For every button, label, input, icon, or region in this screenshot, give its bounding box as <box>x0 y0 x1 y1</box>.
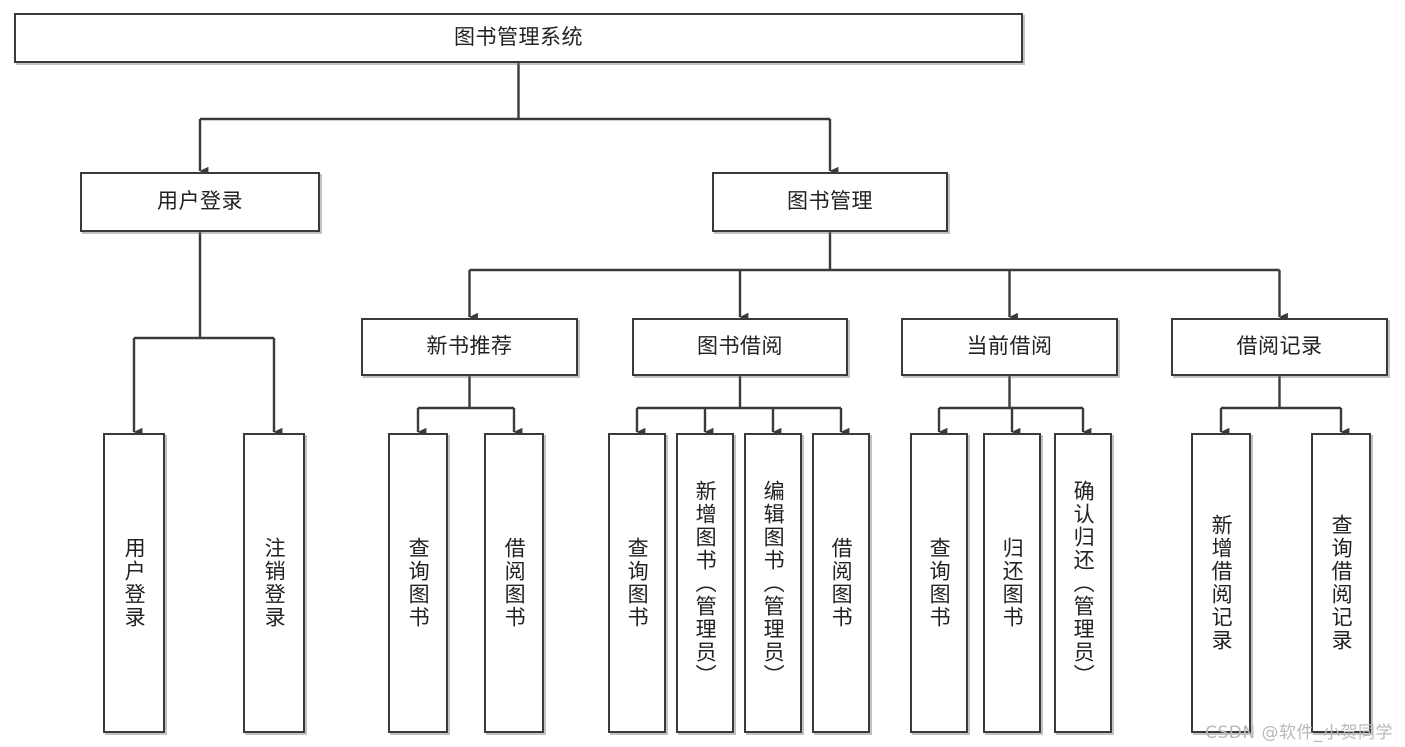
node-label: 编辑图书（管理员） <box>761 479 786 687</box>
node-label: 图书管理 <box>787 189 873 214</box>
node-leaf-borrow-book-rec[interactable]: 借阅图书 <box>484 433 544 733</box>
node-book-manage[interactable]: 图书管理 <box>712 172 948 232</box>
node-label: 查询图书 <box>406 537 431 629</box>
node-label: 借阅图书 <box>829 537 854 629</box>
node-current-borrow[interactable]: 当前借阅 <box>901 318 1118 376</box>
node-leaf-query-book-cur[interactable]: 查询图书 <box>910 433 968 733</box>
node-leaf-user-logout[interactable]: 注销登录 <box>243 433 305 733</box>
node-label: 新增借阅记录 <box>1209 514 1234 652</box>
node-label: 查询图书 <box>625 537 650 629</box>
node-new-book-rec[interactable]: 新书推荐 <box>361 318 578 376</box>
node-label: 查询借阅记录 <box>1329 514 1354 652</box>
node-label: 归还图书 <box>1000 537 1025 629</box>
node-leaf-borrow-book[interactable]: 借阅图书 <box>812 433 870 733</box>
node-label: 新书推荐 <box>426 334 513 359</box>
node-leaf-query-book-rec[interactable]: 查询图书 <box>388 433 448 733</box>
node-label: 图书管理系统 <box>454 25 583 50</box>
node-label: 用户登录 <box>122 537 147 629</box>
node-label: 确认归还（管理员） <box>1071 479 1096 687</box>
node-label: 借阅图书 <box>502 537 527 629</box>
node-leaf-query-book-bor[interactable]: 查询图书 <box>608 433 666 733</box>
node-label: 图书借阅 <box>697 334 783 359</box>
node-leaf-confirm-return[interactable]: 确认归还（管理员） <box>1054 433 1112 733</box>
node-root[interactable]: 图书管理系统 <box>14 13 1023 63</box>
node-book-borrow[interactable]: 图书借阅 <box>632 318 848 376</box>
node-user-login[interactable]: 用户登录 <box>80 172 320 232</box>
node-label: 注销登录 <box>262 537 287 629</box>
node-leaf-return-book[interactable]: 归还图书 <box>983 433 1041 733</box>
node-leaf-query-record[interactable]: 查询借阅记录 <box>1311 433 1371 733</box>
csdn-watermark: CSDN @软件_小贺同学 <box>1205 723 1393 743</box>
node-label: 借阅记录 <box>1236 334 1323 359</box>
node-label: 当前借阅 <box>966 334 1053 359</box>
node-borrow-record[interactable]: 借阅记录 <box>1171 318 1388 376</box>
node-label: 用户登录 <box>157 189 243 214</box>
node-leaf-edit-book[interactable]: 编辑图书（管理员） <box>744 433 802 733</box>
node-leaf-add-record[interactable]: 新增借阅记录 <box>1191 433 1251 733</box>
node-label: 新增图书（管理员） <box>693 479 718 687</box>
node-leaf-add-book[interactable]: 新增图书（管理员） <box>676 433 734 733</box>
node-label: 查询图书 <box>927 537 952 629</box>
node-leaf-user-login[interactable]: 用户登录 <box>103 433 165 733</box>
